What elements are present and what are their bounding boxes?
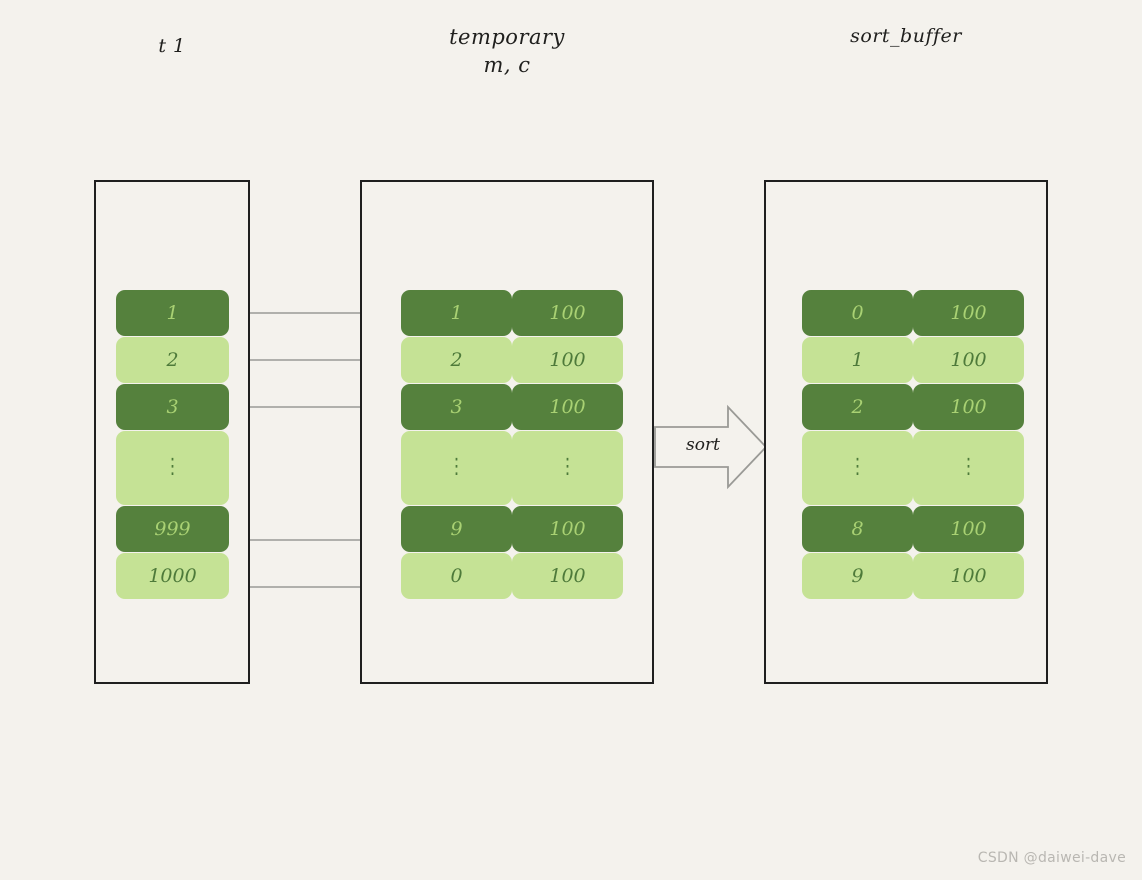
cell-temp-r2-c1: 100 — [512, 384, 623, 430]
table-row: 1 100 — [802, 337, 1024, 383]
sort-arrow-label: sort — [686, 435, 720, 455]
table-row: 8 100 — [802, 506, 1024, 552]
table-row: 2 — [116, 337, 229, 383]
table-row: 0 100 — [401, 553, 623, 599]
cell-sort-r5-c1: 100 — [913, 553, 1024, 599]
table-row: 3 100 — [401, 384, 623, 430]
cell-sort-r2-c1: 100 — [913, 384, 1024, 430]
table-row: 9 100 — [802, 553, 1024, 599]
table-row: 3 — [116, 384, 229, 430]
table-row: 1000 — [116, 553, 229, 599]
cell-temp-r0-c0: 1 — [401, 290, 512, 336]
cell-sort-r4-c1: 100 — [913, 506, 1024, 552]
cell-sort-r1-c0: 1 — [802, 337, 913, 383]
cell-temp-r1-c0: 2 — [401, 337, 512, 383]
table-row-ellipsis: ⋮ — [116, 431, 229, 505]
cell-t1-r5-c0: 1000 — [116, 553, 229, 599]
cell-temp-r3-c0: ⋮ — [401, 431, 512, 505]
vertical-ellipsis-icon: ⋮ — [960, 454, 977, 480]
cell-sort-r0-c0: 0 — [802, 290, 913, 336]
cell-sort-r4-c0: 8 — [802, 506, 913, 552]
vertical-ellipsis-icon: ⋮ — [849, 454, 866, 480]
cell-t1-r4-c0: 999 — [116, 506, 229, 552]
vertical-ellipsis-icon: ⋮ — [448, 454, 465, 480]
vertical-ellipsis-icon: ⋮ — [559, 454, 576, 480]
table-row: 2 100 — [401, 337, 623, 383]
panel-sort-buffer-rows: 0 100 1 100 2 100 ⋮ ⋮ 8 100 9 100 — [802, 290, 1024, 600]
cell-sort-r2-c0: 2 — [802, 384, 913, 430]
table-row: 1 — [116, 290, 229, 336]
vertical-ellipsis-icon: ⋮ — [164, 454, 181, 480]
panel-temporary-title: temporary m, c — [449, 25, 565, 77]
cell-temp-r0-c1: 100 — [512, 290, 623, 336]
table-row-ellipsis: ⋮ ⋮ — [802, 431, 1024, 505]
cell-temp-r5-c0: 0 — [401, 553, 512, 599]
cell-temp-r5-c1: 100 — [512, 553, 623, 599]
cell-sort-r1-c1: 100 — [913, 337, 1024, 383]
panel-temporary-rows: 1 100 2 100 3 100 ⋮ ⋮ 9 100 0 100 — [401, 290, 623, 600]
cell-temp-r2-c0: 3 — [401, 384, 512, 430]
cell-t1-r2-c0: 3 — [116, 384, 229, 430]
cell-temp-r1-c1: 100 — [512, 337, 623, 383]
table-row-ellipsis: ⋮ ⋮ — [401, 431, 623, 505]
cell-sort-r3-c1: ⋮ — [913, 431, 1024, 505]
cell-temp-r3-c1: ⋮ — [512, 431, 623, 505]
cell-t1-r3-c0: ⋮ — [116, 431, 229, 505]
cell-sort-r5-c0: 9 — [802, 553, 913, 599]
table-row: 9 100 — [401, 506, 623, 552]
panel-t1-rows: 1 2 3 ⋮ 999 1000 — [116, 290, 229, 600]
cell-t1-r0-c0: 1 — [116, 290, 229, 336]
panel-t1-title: t 1 — [158, 35, 186, 57]
cell-t1-r1-c0: 2 — [116, 337, 229, 383]
table-row: 1 100 — [401, 290, 623, 336]
cell-sort-r0-c1: 100 — [913, 290, 1024, 336]
panel-sort-buffer-title: sort_buffer — [850, 25, 962, 47]
table-row: 2 100 — [802, 384, 1024, 430]
cell-sort-r3-c0: ⋮ — [802, 431, 913, 505]
table-row: 0 100 — [802, 290, 1024, 336]
cell-temp-r4-c1: 100 — [512, 506, 623, 552]
table-row: 999 — [116, 506, 229, 552]
watermark: CSDN @daiwei-dave — [977, 850, 1126, 866]
cell-temp-r4-c0: 9 — [401, 506, 512, 552]
